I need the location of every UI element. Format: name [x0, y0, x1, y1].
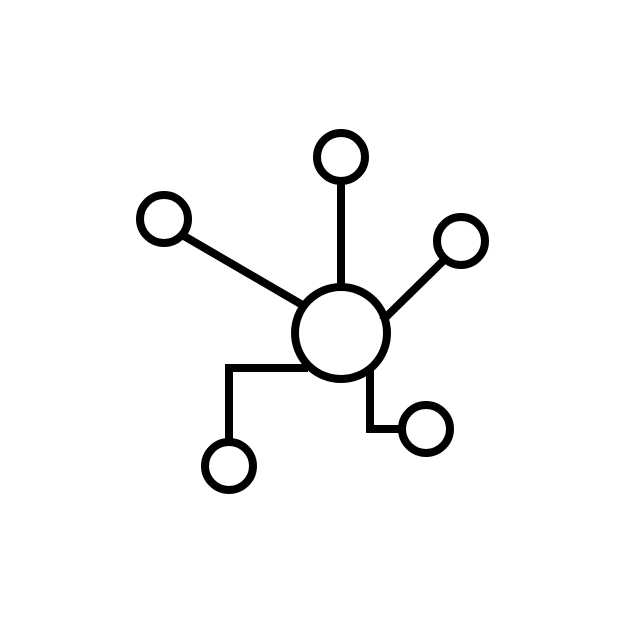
connector-upper-left-node: [178, 230, 305, 309]
center-hub-node: [291, 283, 391, 383]
lower-right-node: [398, 401, 454, 457]
lower-left-node: [201, 438, 257, 494]
connector-lower-right-node: [366, 368, 405, 433]
top-node: [313, 129, 369, 185]
upper-right-node: [433, 213, 489, 269]
connector-lower-left-node: [225, 364, 308, 444]
connector-upper-right-node: [379, 256, 448, 324]
upper-left-node: [136, 191, 192, 247]
